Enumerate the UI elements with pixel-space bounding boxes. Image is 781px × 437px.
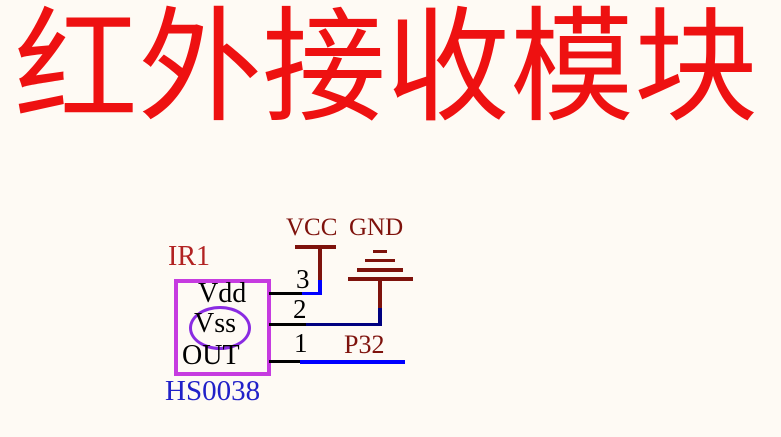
pin2-wire[interactable]	[306, 323, 382, 326]
page-title: 红外接收模块	[14, 0, 759, 137]
pin2-lead[interactable]	[269, 323, 306, 326]
ground-symbol-bar-1[interactable]	[373, 250, 387, 253]
component-part-number[interactable]: HS0038	[165, 375, 261, 407]
vcc-power-port-label[interactable]: VCC	[286, 214, 338, 241]
pin3-wire-vertical[interactable]	[318, 280, 322, 295]
pin-number-2: 2	[293, 294, 307, 324]
component-body[interactable]	[174, 279, 271, 376]
pin-number-1: 1	[294, 328, 308, 358]
pin3-lead[interactable]	[269, 292, 302, 295]
vcc-power-bar-icon[interactable]	[295, 245, 336, 249]
pin-name-out: OUT	[182, 340, 240, 371]
pin-name-vdd: Vdd	[198, 278, 247, 309]
ground-symbol-bar-4[interactable]	[348, 277, 413, 281]
pin3-wire-horizontal[interactable]	[302, 292, 322, 295]
ground-stem-wire[interactable]	[378, 308, 382, 326]
component-designator[interactable]: IR1	[168, 241, 210, 272]
ground-symbol-bar-2[interactable]	[365, 259, 395, 262]
vcc-power-stem[interactable]	[318, 249, 322, 280]
pin-name-vss: Vss	[194, 308, 237, 339]
pin-number-3: 3	[296, 264, 310, 294]
ground-symbol-bar-3[interactable]	[357, 268, 403, 272]
gnd-power-port-label[interactable]: GND	[349, 214, 404, 241]
pin1-lead[interactable]	[269, 360, 300, 363]
net-label-p32[interactable]: P32	[344, 330, 385, 359]
pin1-wire[interactable]	[300, 360, 405, 364]
component-circle-graphic	[189, 306, 251, 350]
ground-stem-upper[interactable]	[378, 281, 382, 308]
